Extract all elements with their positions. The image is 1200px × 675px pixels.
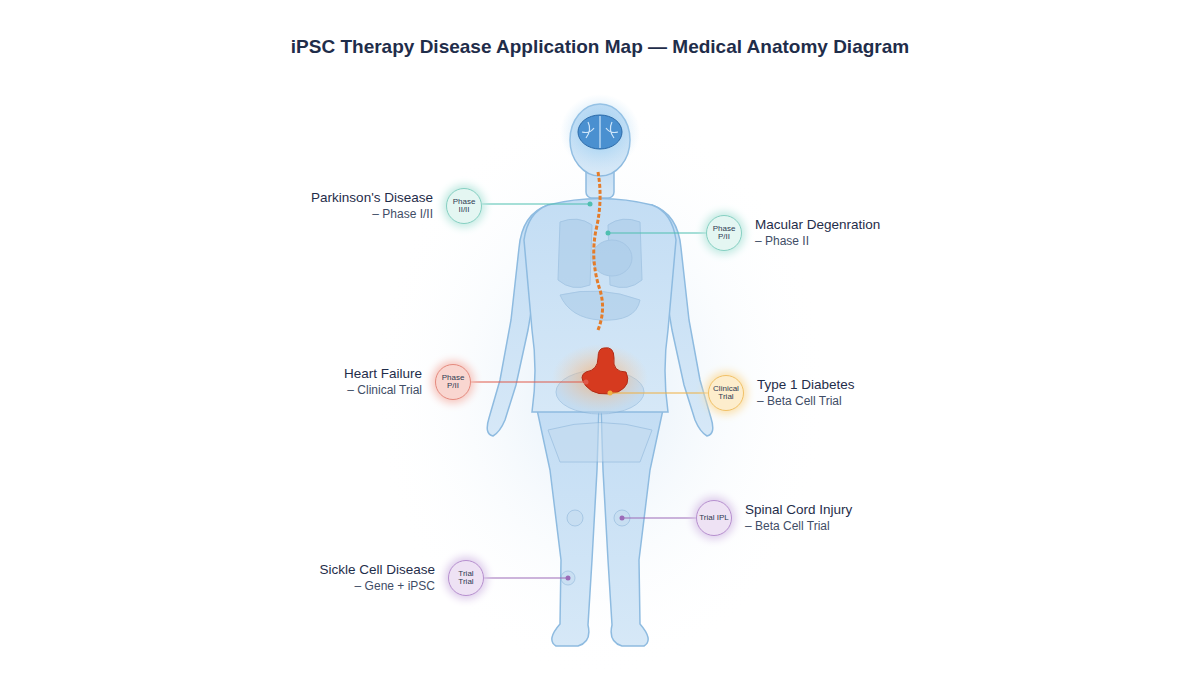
phase-badge: Phase II/IIParkinson's Disease– Phase I/…: [446, 188, 482, 224]
badge-text: Phase II/II: [449, 198, 479, 215]
brain-glow: [560, 94, 640, 170]
badge-text: Trial IPL: [699, 514, 729, 522]
trial-status: – Beta Cell Trial: [757, 394, 855, 410]
brain: [578, 115, 622, 149]
phase-badge: Trial IPLSpinal Cord Injury– Beta Cell T…: [696, 500, 732, 536]
disease-label: Spinal Cord Injury– Beta Cell Trial: [745, 501, 852, 534]
disease-name: Heart Failure: [344, 365, 422, 383]
trial-status: – Gene + iPSC: [319, 579, 435, 595]
disease-name: Type 1 Diabetes: [757, 376, 855, 394]
badge-text: Clinical Trial: [711, 385, 741, 402]
phase-badge: Phase P/IIMacular Degenration– Phase II: [706, 215, 742, 251]
disease-label: Type 1 Diabetes– Beta Cell Trial: [757, 376, 855, 409]
disease-name: Sickle Cell Disease: [319, 561, 435, 579]
trial-status: – Phase II: [755, 234, 880, 250]
body-silhouette: [487, 104, 713, 646]
stomach: [582, 348, 628, 394]
organs: [548, 219, 652, 585]
disease-name: Parkinson's Disease: [311, 189, 433, 207]
disease-name: Spinal Cord Injury: [745, 501, 852, 519]
disease-label: Heart Failure– Clinical Trial: [344, 365, 422, 398]
badge-text: Phase P/II: [438, 374, 468, 391]
phase-badge: Trial TrialSickle Cell Disease– Gene + i…: [448, 560, 484, 596]
diagram-title: iPSC Therapy Disease Application Map — M…: [0, 36, 1200, 58]
phase-badge: Phase P/IIHeart Failure– Clinical Trial: [435, 364, 471, 400]
belly-glow: [552, 344, 648, 412]
badge-text: Phase P/II: [709, 225, 739, 242]
trial-status: – Phase I/II: [311, 207, 433, 223]
disease-label: Sickle Cell Disease– Gene + iPSC: [319, 561, 435, 594]
disease-label: Macular Degenration– Phase II: [755, 216, 880, 249]
leader-lines: [471, 202, 708, 581]
disease-name: Macular Degenration: [755, 216, 880, 234]
disease-label: Parkinson's Disease– Phase I/II: [311, 189, 433, 222]
phase-badge: Clinical TrialType 1 Diabetes– Beta Cell…: [708, 375, 744, 411]
badge-text: Trial Trial: [451, 570, 481, 587]
trial-status: – Clinical Trial: [344, 383, 422, 399]
spinal-cord: [594, 172, 603, 330]
trial-status: – Beta Cell Trial: [745, 519, 852, 535]
